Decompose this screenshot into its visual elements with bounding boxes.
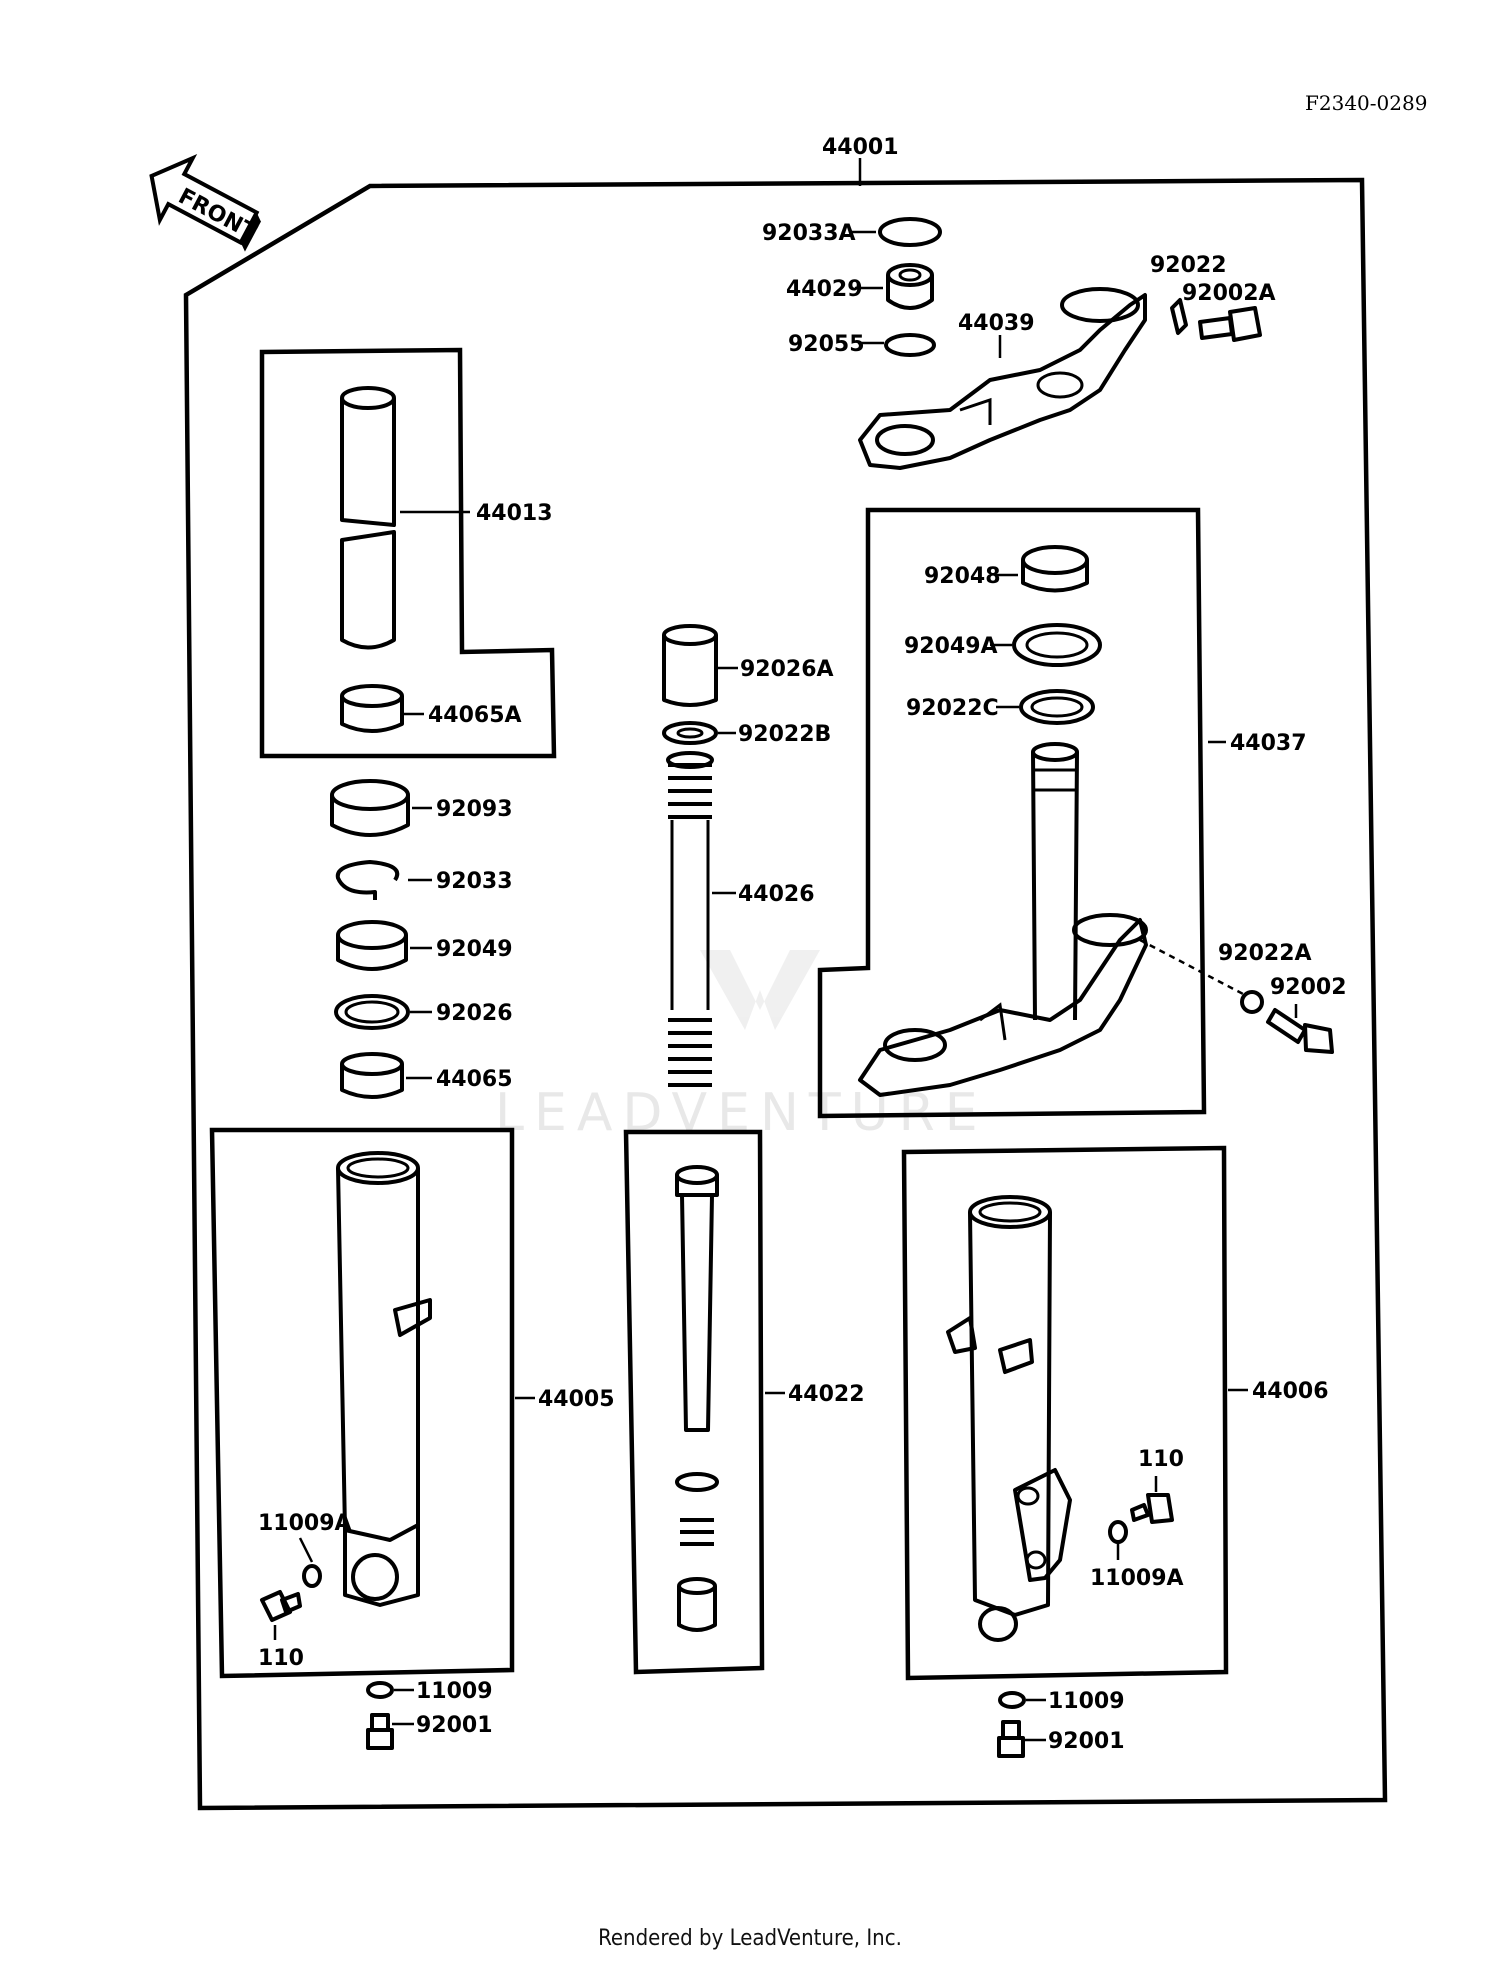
label-11009A-right: 11009A (1090, 1566, 1184, 1591)
washer-92022C (1019, 689, 1095, 725)
label-92048: 92048 (924, 564, 1001, 589)
damper-rod-44022 (675, 1165, 719, 1632)
label-92033: 92033 (436, 869, 513, 894)
dust-seal-92093 (330, 779, 410, 837)
label-92022: 92022 (1150, 253, 1227, 278)
label-44022: 44022 (788, 1382, 865, 1407)
group-box-44013 (259, 347, 557, 759)
inner-tube-44013 (340, 386, 396, 650)
label-92093: 92093 (436, 797, 513, 822)
cap-bolt-44029 (886, 263, 934, 310)
label-92026A: 92026A (740, 657, 834, 682)
bolt-92002A (1198, 306, 1262, 342)
circlip-92033 (335, 860, 400, 900)
label-92001-left: 92001 (416, 1713, 493, 1738)
label-92022B: 92022B (738, 722, 831, 747)
label-44001: 44001 (822, 135, 899, 160)
label-11009-left: 11009 (416, 1679, 493, 1704)
label-44005: 44005 (538, 1387, 615, 1412)
label-92049A: 92049A (904, 634, 998, 659)
label-44039: 44039 (958, 311, 1035, 336)
washer-92022A (1240, 990, 1264, 1014)
label-11009A-left: 11009A (258, 1511, 352, 1536)
group-box-44005 (209, 1127, 515, 1679)
label-44006: 44006 (1252, 1379, 1329, 1404)
bushing-44065A (340, 684, 404, 733)
diagram-code: F2340-0289 (1305, 91, 1427, 115)
bolt-92001-left (366, 1713, 394, 1750)
label-44029: 44029 (786, 277, 863, 302)
bolt-110-left (260, 1590, 302, 1622)
group-box-44037 (817, 507, 1207, 1119)
washer-11009A-left (302, 1564, 322, 1588)
bolt-92002 (1266, 1008, 1334, 1054)
label-44013: 44013 (476, 501, 553, 526)
assembly-outline-44001 (183, 177, 1388, 1811)
label-92002: 92002 (1270, 975, 1347, 1000)
footer-credit: Rendered by LeadVenture, Inc. (598, 1926, 902, 1951)
group-box-44022 (623, 1129, 765, 1675)
oring-92033A (878, 217, 942, 247)
label-44065: 44065 (436, 1067, 513, 1092)
seal-92049A (1012, 623, 1102, 667)
label-92001-right: 92001 (1048, 1729, 1125, 1754)
washer-11009-right (998, 1691, 1026, 1709)
washer-92026 (334, 994, 410, 1030)
oil-seal-92049 (336, 920, 408, 971)
label-92002A: 92002A (1182, 281, 1276, 306)
label-92022C: 92022C (906, 696, 999, 721)
bolt-92001-right (997, 1720, 1025, 1758)
label-92022A: 92022A (1218, 941, 1312, 966)
spring-44026 (666, 751, 714, 1087)
label-92033A: 92033A (762, 221, 856, 246)
steering-stem-44037 (858, 742, 1148, 1097)
upper-bracket-44039 (858, 287, 1147, 470)
outer-tube-44006 (946, 1195, 1072, 1642)
label-11009-right: 11009 (1048, 1689, 1125, 1714)
label-92049: 92049 (436, 937, 513, 962)
label-44026: 44026 (738, 882, 815, 907)
cap-92048 (1021, 545, 1089, 593)
label-110-right: 110 (1138, 1447, 1184, 1472)
bolt-110-right (1130, 1493, 1174, 1524)
washer-11009-left (366, 1681, 394, 1699)
label-92026: 92026 (436, 1001, 513, 1026)
front-arrow-icon: FRONT (149, 154, 261, 252)
label-110-left: 110 (258, 1646, 304, 1671)
oring-92055 (884, 333, 936, 357)
washer-92022B (662, 721, 718, 745)
washer-11009A-right (1108, 1520, 1128, 1544)
label-44037: 44037 (1230, 731, 1307, 756)
spacer-92026A (662, 624, 718, 707)
bushing-44065 (340, 1052, 404, 1099)
outer-tube-44005 (336, 1151, 432, 1607)
group-box-44006 (901, 1145, 1229, 1681)
label-44065A: 44065A (428, 703, 522, 728)
pin-92022 (1170, 298, 1188, 335)
label-92055: 92055 (788, 332, 865, 357)
